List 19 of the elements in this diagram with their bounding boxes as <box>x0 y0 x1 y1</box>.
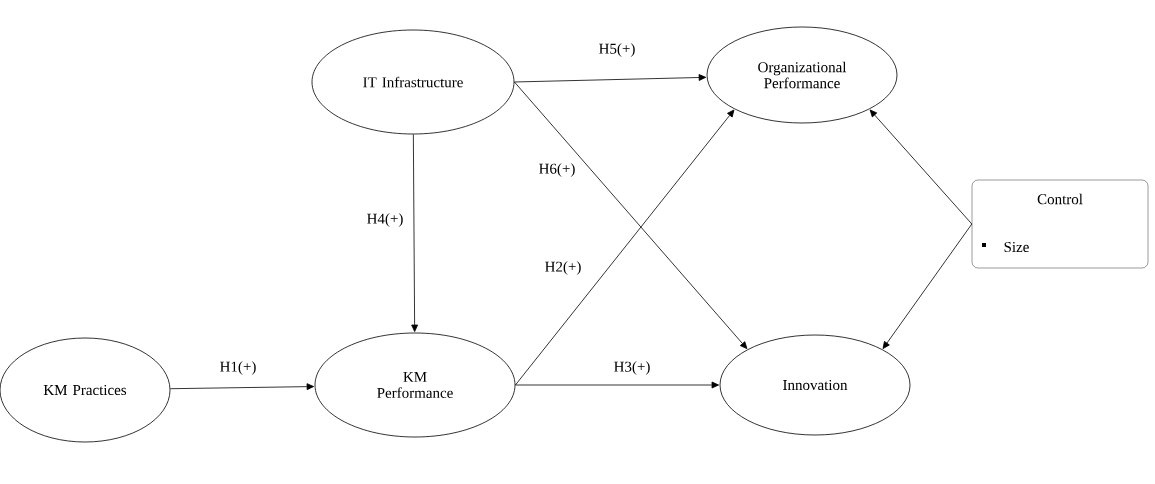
edge-label: H2(+) <box>545 261 581 275</box>
edge-label: H6(+) <box>539 163 575 177</box>
arrow <box>515 109 735 386</box>
edge-label: H4(+) <box>367 213 403 227</box>
edge-label: H3(+) <box>614 361 650 375</box>
arrow <box>869 109 973 225</box>
arrow <box>515 381 719 389</box>
edge-label: H1(+) <box>220 361 256 375</box>
ellipse-node: Organizational Performance <box>706 26 898 124</box>
arrow <box>169 383 315 391</box>
control-box: Control Size <box>971 179 1149 269</box>
ellipse-node: IT Infrastructure <box>311 29 515 135</box>
ellipse-node: Innovation <box>719 334 911 436</box>
ellipse-node: KM Performance <box>314 332 516 438</box>
arrow <box>411 134 418 332</box>
arrow <box>514 74 707 83</box>
edge-label: H5(+) <box>599 43 635 57</box>
arrow <box>514 81 748 349</box>
arrow <box>882 223 973 349</box>
